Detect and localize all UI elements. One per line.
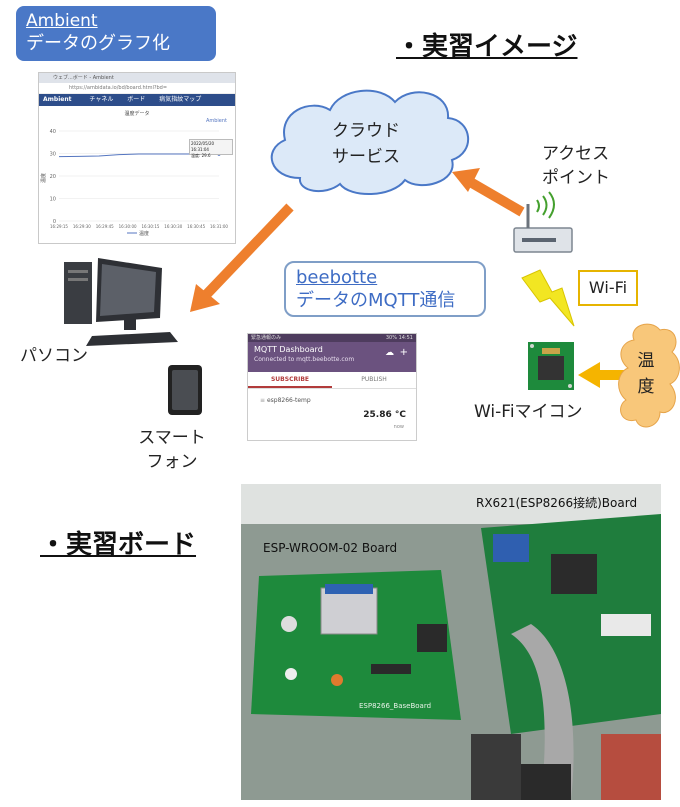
mqtt-subtitle: Connected to mqtt.beebotte.com [254,356,355,363]
temperature-cloud-shape [618,323,680,428]
ambient-label: Ambient データのグラフ化 [16,6,216,61]
temperature-line1: 温 [637,351,655,371]
ambient-tooltip-time: 2022/05/20 16:31:04 [191,141,215,152]
heading-practice-image: ・実習イメージ [396,32,578,62]
mcu-board-icon [528,342,574,390]
menu-icon: ≡ [260,397,267,404]
ambient-navbar: Ambient チャネル ボード 病気指紋マップ [39,94,235,106]
ambient-panel-title: 温度データ [124,111,150,117]
ambient-nav-map: 病気指紋マップ [159,96,202,103]
pcb-silk-text: ESP8266_BaseBoard [359,702,431,710]
ambient-x-tick: 16:29:45 [96,224,114,229]
temperature-line2: 度 [637,377,655,397]
rx621-label: RX621(ESP8266接続)Board [476,496,638,510]
ambient-legend: 温度 [139,230,149,237]
ambient-x-tick: 16:31:00 [210,224,228,229]
ambient-title: Ambient [26,11,98,31]
add-icon[interactable]: + [399,347,408,358]
smartphone-line1: スマート [138,428,206,448]
mqtt-topic: ≡ esp8266-temp [260,397,416,404]
mqtt-status-bar: 緊急通報のみ 30% 14:51 [248,334,416,342]
wifi-label: Wi-Fi [578,270,638,306]
ambient-tooltip-value: 温度: 29.6 [191,153,211,158]
cloud-label-line2: サービス [332,147,400,167]
heading-practice-board: ・実習ボード [40,530,197,560]
mqtt-tabs: SUBSCRIBE PUBLISH [248,372,416,389]
ambient-y-tick: 30 [50,152,56,158]
access-point-label: アクセス ポイント [542,142,610,190]
ambient-x-tick: 16:30:30 [164,224,182,229]
ambient-screenshot: ウェブ...ボード - Ambient https://ambidata.io/… [38,72,236,244]
ambient-y-tick: 40 [50,129,56,135]
ambient-y-label: 温度 [40,173,47,183]
ambient-nav-board: ボード [127,96,146,103]
router-icon [513,191,573,253]
ambient-subtitle: データのグラフ化 [26,33,170,54]
ambient-x-tick: 16:30:15 [141,224,159,229]
esp-wroom-label: ESP-WROOM-02 Board [263,541,398,555]
cloud-label: クラウド サービス [316,118,416,170]
ambient-y-tick: 20 [50,174,56,180]
ambient-y-tick: 10 [50,197,56,203]
diagram-graphics [64,89,680,428]
ambient-tooltip: 2022/05/20 16:31:04 温度: 29.6 [189,139,233,158]
beebotte-subtitle: データのMQTT通信 [296,290,456,311]
ambient-y-tick: 0 [53,219,56,225]
cloud-off-icon[interactable]: ☁ [385,348,394,358]
rx621-board [481,514,661,734]
ambient-nav-brand: Ambient [43,96,72,103]
cloud-label-line1: クラウド [332,121,400,141]
cloud-shape [270,89,469,195]
mqtt-time: now [393,424,404,430]
temperature-label: 温 度 [632,348,660,400]
beebotte-title: beebotte [296,267,378,288]
tab-subscribe[interactable]: SUBSCRIBE [248,372,332,388]
board-photo: ESP8266_BaseBoard [241,484,661,800]
ambient-x-tick: 16:29:15 [50,224,68,229]
lightning-icon [521,269,575,327]
ambient-x-tick: 16:29:30 [73,224,91,229]
mqtt-screenshot: 緊急通報のみ 30% 14:51 MQTT Dashboard Connecte… [247,333,417,441]
access-point-line2: ポイント [542,168,610,188]
smartphone-line2: フォン [146,452,198,472]
tab-publish[interactable]: PUBLISH [361,376,387,383]
mqtt-value: 25.86 °C [363,410,406,420]
pc-label: パソコン [20,346,88,366]
esp-base-board [251,570,461,720]
mqtt-title: MQTT Dashboard [254,345,323,354]
browser-tab: ウェブ...ボード - Ambient [39,73,235,83]
smartphone-icon [168,365,202,415]
mqtt-topic-name: esp8266-temp [266,397,311,404]
mqtt-status-left: 緊急通報のみ [251,335,282,341]
ambient-chart: 40 30 20 10 0 16:29:15 16:29:30 16:29:45 16:30:… [40,129,228,237]
beebotte-box: beebotte データのMQTT通信 [284,261,486,317]
ambient-x-tick: 16:30:00 [119,224,137,229]
ambient-x-tick: 16:30:45 [187,224,205,229]
ambient-brand: Ambient [205,118,227,124]
smartphone-label: スマート フォン [132,426,212,474]
mcu-label: Wi-Fiマイコン [474,402,583,422]
browser-url: https://ambidata.io/bd/board.html?bd= [39,83,235,94]
pc-icon [64,258,178,346]
arrow-to-pc [190,203,294,312]
board-photo-art: ESP8266_BaseBoard [241,484,661,800]
ribbon-cable [511,624,574,800]
ambient-nav-channel: チャネル [89,96,114,103]
mqtt-app-bar: MQTT Dashboard Connected to mqtt.beebott… [248,342,416,372]
access-point-line1: アクセス [542,144,610,164]
arrow-to-cloud [452,168,525,217]
mqtt-status-right: 30% 14:51 [385,335,413,341]
